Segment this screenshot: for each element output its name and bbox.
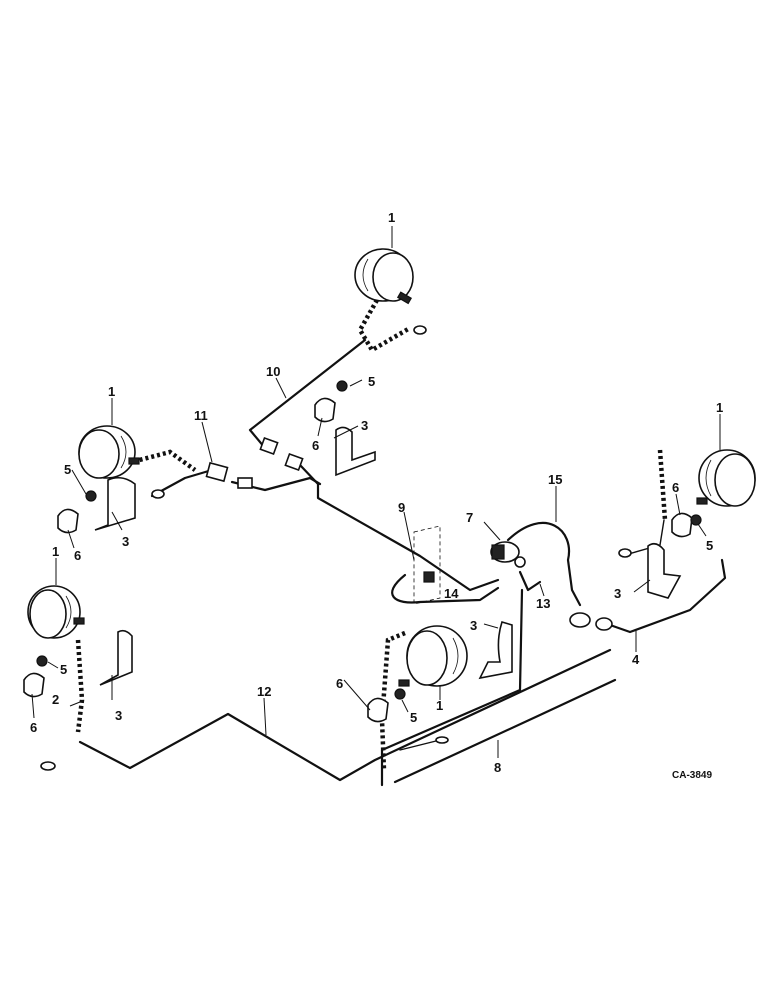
callout-3-right: 3 xyxy=(614,586,621,601)
nut-left-upper xyxy=(85,490,97,502)
terminal-left-lower xyxy=(40,761,56,771)
figure-code: CA-3849 xyxy=(672,770,712,781)
harness-9-wire xyxy=(391,573,500,604)
callout-5-left-upper: 5 xyxy=(64,462,71,477)
lamp-center xyxy=(398,625,468,687)
callout-10: 10 xyxy=(266,364,280,379)
clamp-center xyxy=(367,697,389,723)
ground-lead-center xyxy=(399,739,441,751)
harness-4-wire xyxy=(608,558,727,634)
callout-5-right: 5 xyxy=(706,538,713,553)
lamp-left-lower xyxy=(27,585,85,639)
lamp-top xyxy=(354,248,414,305)
callout-4-right: 4 xyxy=(632,652,640,667)
plate-fastener xyxy=(423,571,435,583)
terminal-left-upper xyxy=(151,489,165,499)
callouts: 1 1 1 1 1 2 3 3 3 3 3 4 5 5 5 5 5 6 6 6 … xyxy=(30,210,723,781)
switch-terminal xyxy=(514,556,526,568)
leader-lines xyxy=(31,226,721,758)
callout-8: 8 xyxy=(494,760,501,775)
terminal-right xyxy=(618,548,632,558)
harness-15-wire xyxy=(506,521,582,607)
clamps xyxy=(23,397,693,723)
harness-13-wire xyxy=(518,570,542,592)
lamp-left-upper xyxy=(78,425,140,479)
callout-2: 2 xyxy=(52,692,59,707)
callout-6-left-upper: 6 xyxy=(74,548,81,563)
connector-11-socket xyxy=(237,477,253,489)
nuts xyxy=(36,380,702,700)
harness-8-branch xyxy=(393,678,617,784)
connector-4-end xyxy=(595,617,613,631)
harness-10-wire xyxy=(248,338,367,450)
harness-12-wire xyxy=(78,648,612,782)
terminal-top xyxy=(413,325,427,335)
callout-3-top: 3 xyxy=(361,418,368,433)
braid-top xyxy=(357,298,412,354)
connector-11-plug xyxy=(205,461,229,483)
nut-left-lower xyxy=(36,655,48,667)
connectors xyxy=(40,325,632,771)
callout-12: 12 xyxy=(257,684,271,699)
clamp-left-lower xyxy=(23,672,45,698)
callout-14: 14 xyxy=(444,586,459,601)
callout-11: 11 xyxy=(194,408,208,423)
callout-6-center: 6 xyxy=(336,676,343,691)
callout-5-top: 5 xyxy=(368,374,375,389)
braided-leads xyxy=(75,298,668,771)
callout-1-left-upper: 1 xyxy=(108,384,115,399)
connector-11-wire xyxy=(150,468,214,498)
callout-1-right: 1 xyxy=(716,400,723,415)
callout-6-left-lower: 6 xyxy=(30,720,37,735)
nut-top xyxy=(336,380,348,392)
callout-5-left-lower: 5 xyxy=(60,662,67,677)
callout-1-top: 1 xyxy=(388,210,395,225)
bracket-top xyxy=(335,426,376,477)
callout-3-left-upper: 3 xyxy=(122,534,129,549)
connector-10-socket xyxy=(284,452,304,472)
switch-knob xyxy=(491,544,505,560)
callout-3-center: 3 xyxy=(470,618,477,633)
bracket-center xyxy=(478,621,513,680)
switch-assembly xyxy=(413,525,526,605)
clamp-top xyxy=(314,397,336,423)
callout-3-left-lower: 3 xyxy=(115,708,122,723)
braid-left-lower xyxy=(75,639,85,733)
callout-13: 13 xyxy=(536,596,550,611)
braid-right xyxy=(657,449,668,521)
nut-center xyxy=(394,688,406,700)
callout-1-left-lower: 1 xyxy=(52,544,59,559)
callout-9: 9 xyxy=(398,500,405,515)
bracket-left-lower xyxy=(99,629,133,686)
harness-wires xyxy=(78,338,727,787)
callout-1-center: 1 xyxy=(436,698,443,713)
callout-6-top: 6 xyxy=(312,438,319,453)
callout-5-center: 5 xyxy=(410,710,417,725)
clamp-left-upper xyxy=(57,508,79,534)
connector-15-end xyxy=(569,612,591,628)
callout-7: 7 xyxy=(466,510,473,525)
braid-left-upper xyxy=(127,449,197,472)
mounting-plate xyxy=(413,525,441,605)
bracket-right xyxy=(647,542,682,599)
clamp-right xyxy=(671,512,693,538)
main-run-wire xyxy=(298,463,500,592)
terminal-center xyxy=(435,736,449,744)
callout-6-right: 6 xyxy=(672,480,679,495)
connector-10-plug xyxy=(259,436,279,456)
nut-right xyxy=(690,514,702,526)
bracket-left-upper xyxy=(94,476,136,531)
lamp-right xyxy=(696,449,756,507)
callout-15: 15 xyxy=(548,472,562,487)
